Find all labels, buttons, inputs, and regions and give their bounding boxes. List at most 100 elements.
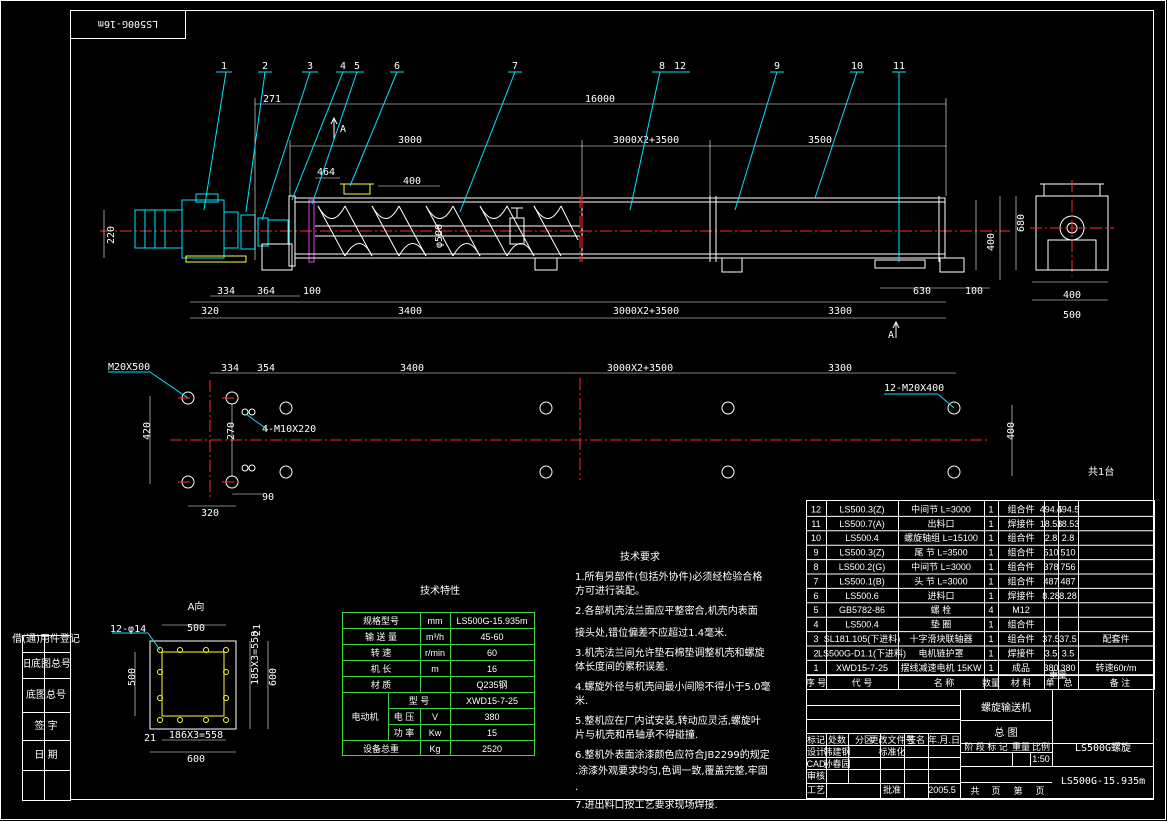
bom-cell: 510	[1043, 548, 1058, 558]
tech-specs-text: 规格型号 mm LS500G-15.935m 输 送 量 m³/h 45-60 …	[351, 615, 527, 754]
view-a-21b: 21	[252, 624, 263, 636]
view-a-title: A向	[188, 600, 205, 613]
weight-value: 2520	[482, 744, 502, 754]
bom-cell: 756	[1060, 562, 1075, 572]
bom-cell: SL181.105(下进料)	[824, 633, 901, 644]
bom-cell: GB5782-86	[839, 605, 885, 615]
part-no: 3	[307, 61, 313, 72]
tb-label: 更改文件号	[869, 734, 914, 745]
bom-cell: 487	[1043, 576, 1058, 586]
motor-unit: V	[432, 712, 438, 722]
bom-cell: 1	[988, 648, 993, 658]
fdn-dim: 334	[221, 363, 239, 374]
motor-unit: Kw	[429, 728, 442, 738]
dim-630: 630	[913, 286, 931, 297]
bom-cell: 1	[988, 576, 993, 586]
bom-cell: 9	[813, 548, 818, 558]
req-line: 7.进出料口按工艺要求现场焊接.	[575, 798, 718, 811]
req-line: 6.整机外表面涂漆颜色应符合JB2299的规定	[575, 748, 770, 761]
motor-key: 功 率	[394, 727, 415, 738]
dim-total: 16000	[585, 94, 615, 105]
tb-sheet: 页	[991, 786, 1000, 796]
req-line: 4.螺旋外径与机壳间最小间隙不得小于5.0毫	[575, 680, 770, 693]
title-name: 螺旋输送机	[981, 701, 1031, 714]
section-mark-a: A	[340, 124, 346, 135]
tb-role: 设计	[807, 746, 825, 757]
motor-base	[185, 255, 247, 263]
dim-271: 271	[263, 94, 281, 105]
bom-cell: 494.5	[1040, 504, 1063, 514]
bom-cell: 焊接件	[1007, 518, 1034, 529]
fdn-dim: 3000X2+3500	[607, 363, 673, 374]
dim-diameter: φ500	[434, 224, 445, 248]
weight-unit: Kg	[429, 744, 440, 754]
tech-specs-title: 技术特性	[420, 584, 460, 597]
title-subname: 总 图	[994, 726, 1017, 739]
bom-cell: LS500.3(Z)	[839, 504, 884, 514]
part-no: 10	[851, 61, 863, 72]
req-line: 方可进行装配。	[575, 584, 645, 597]
spec-unit: m	[431, 664, 439, 674]
coupling	[240, 214, 256, 250]
section-mark-a-2: A	[888, 330, 894, 341]
bom-cell: 垫 圈	[931, 619, 952, 630]
unit-count: 共1台	[1088, 465, 1114, 478]
view-a-h500: 500	[127, 668, 138, 686]
tb-label: 年.月.日	[928, 734, 960, 745]
bom-cell: 2	[813, 648, 818, 658]
strip-label: 日 期	[34, 749, 57, 761]
bom-cell: 转速60r/m	[1095, 662, 1136, 673]
fdn-v270: 270	[226, 422, 237, 440]
req-line: 米.	[575, 694, 588, 707]
req-line: 1.所有另部件(包括外协件)必须经检验合格	[575, 570, 762, 583]
tb-role: 审核	[807, 770, 825, 781]
strip-label: 借(通)用件登记	[12, 632, 80, 645]
spec-value: 60	[487, 648, 497, 658]
fdn-v400: 400	[1006, 422, 1017, 440]
dim-end-400: 400	[1063, 290, 1081, 301]
bom-cell: 3.5	[1045, 648, 1058, 658]
view-a-w500: 500	[187, 623, 205, 634]
motor-key: 型 号	[409, 696, 430, 706]
tb-stage: 阶 段 标 记	[964, 741, 1008, 752]
strip-label: 底图总号	[26, 688, 66, 701]
tb-name: 孙春园	[823, 758, 850, 769]
bom-cell: 头 节 L=3000	[914, 576, 967, 586]
dim-220: 220	[106, 226, 117, 244]
bom-cell: 2.8	[1045, 533, 1058, 543]
strip-label: 旧底图总号	[21, 657, 71, 670]
motor	[134, 209, 183, 249]
tb-label: 处数	[828, 734, 846, 745]
req-line: 片与机壳和吊轴承不得碰撞.	[575, 728, 698, 741]
tb-label: 标记	[807, 734, 825, 745]
bom-head: 名 称	[934, 677, 955, 688]
tb-sheet: 第	[1013, 785, 1022, 796]
bom-cell: M12	[1012, 605, 1030, 615]
tech-specs: 技术特性	[342, 584, 535, 756]
bom-cell: 1	[988, 663, 993, 673]
bom-cell: 螺旋轴组 L=15100	[904, 532, 978, 543]
tb-stage: 重量	[1012, 741, 1030, 752]
spec-key: 规格型号	[363, 615, 399, 626]
motor-group: 电动机	[351, 711, 378, 722]
bom-cell: LS500G-D1.1(下进料)	[818, 647, 906, 658]
part-leaders: 1 2 3 4 5 6 7 8 12 9 10 11	[203, 61, 906, 262]
dim-320: 320	[201, 306, 219, 317]
tb-date: 2005.5	[928, 785, 956, 795]
bom-cell: 中间节 L=3000	[911, 503, 971, 514]
req-line: 接头处,错位偏差不应超过1.4毫米.	[575, 626, 727, 639]
tb-role: 工艺	[807, 785, 825, 795]
bom-cell: 1	[988, 620, 993, 630]
bom-cell: 487	[1060, 576, 1075, 586]
bom-head: 代 号	[852, 678, 873, 688]
part-no: 4	[340, 61, 346, 72]
bom-cell: 18.53	[1057, 519, 1080, 529]
bom-cell: LS500.4	[845, 533, 879, 543]
dim-section: 3000X2+3500	[613, 135, 679, 146]
tb-sheet: 页	[1035, 786, 1044, 796]
dim-end-680: 680	[1016, 214, 1027, 232]
bom-cell: 6	[813, 591, 818, 601]
tb-sheet: 共	[970, 786, 979, 796]
bom-cell: LS500.6	[845, 591, 879, 601]
